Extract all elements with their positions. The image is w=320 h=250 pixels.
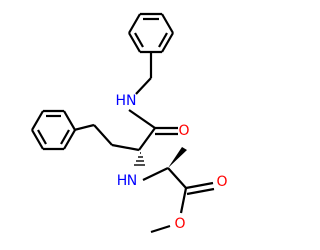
bond [63,110,76,131]
benzyl-ring [128,12,174,54]
bond [161,13,174,34]
amine-hydrogen-label: H [117,173,128,189]
bond [128,32,141,53]
bond [31,110,44,131]
phenyl-ring [31,109,76,151]
aromatic-inner-bond [60,129,70,145]
amide-oxygen-label: O [178,123,189,139]
bond [150,224,171,234]
aromatic-inner-bond [158,32,168,48]
hashed-wedge-bond [134,152,145,166]
bond [31,129,44,150]
bond [161,32,174,53]
solid-wedge-bond [168,147,187,168]
amine-nitrogen-label: N [127,173,137,189]
molecule-diagram: HN O N H O O [31,12,228,234]
bond [138,127,156,151]
bond [135,77,152,95]
aromatic-inner-bond [37,129,47,145]
bond [63,129,76,150]
bond [128,109,156,129]
ester-double-bond [185,181,214,190]
bond [73,123,95,132]
aromatic-inner-bond [134,32,144,48]
ester-carbonyl-oxygen-label: O [216,174,227,190]
bond [128,13,141,34]
bond [93,124,113,146]
amide-nitrogen-label: HN [116,93,137,109]
ester-double-bond [186,187,215,196]
bond [167,167,187,189]
bond [179,187,188,214]
structure-svg: HN O N H O O [31,12,228,234]
ester-oxygen-label: O [174,216,185,232]
bond [142,167,169,181]
bond [111,143,140,152]
